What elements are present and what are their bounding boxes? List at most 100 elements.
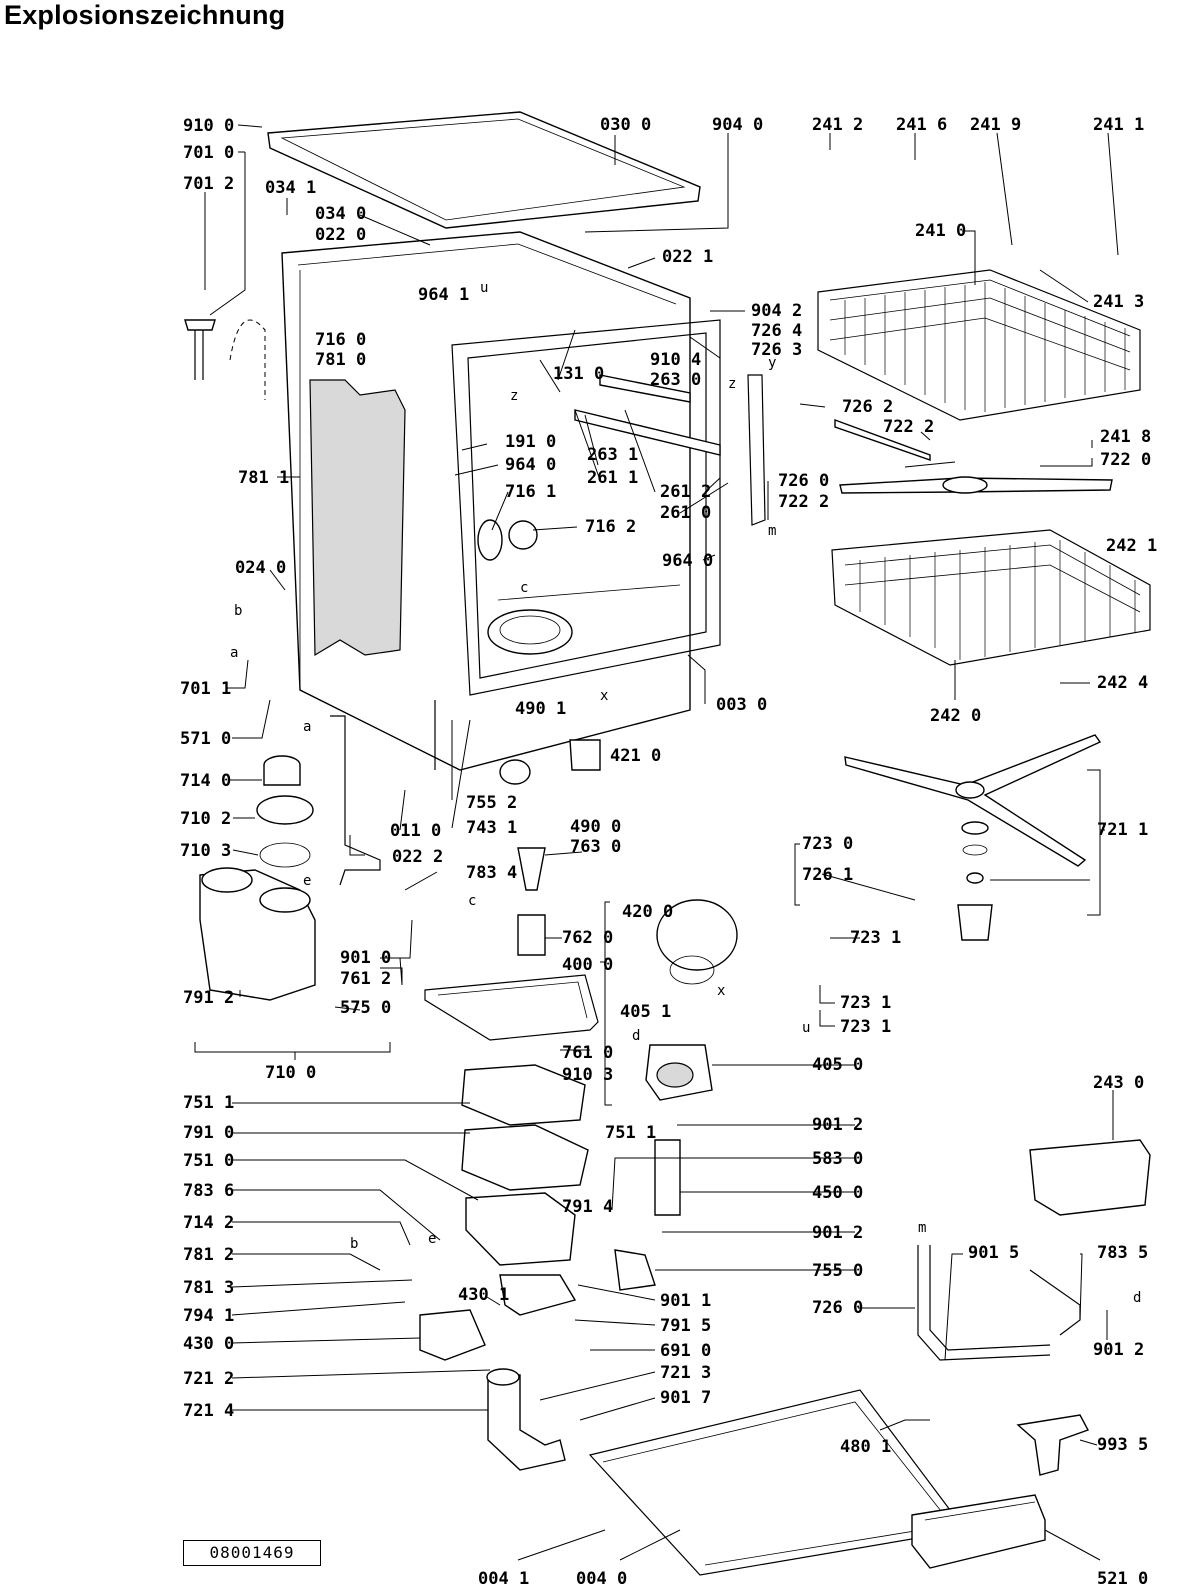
callout: 794 1 bbox=[183, 1306, 234, 1326]
callout: 901 2 bbox=[812, 1115, 863, 1135]
leader-lines bbox=[194, 124, 1119, 1561]
callout: 751 1 bbox=[183, 1093, 234, 1113]
letter-mark: z bbox=[728, 376, 736, 392]
callout: 691 0 bbox=[660, 1341, 711, 1361]
callout: 701 1 bbox=[180, 679, 231, 699]
callout: 242 4 bbox=[1097, 673, 1148, 693]
callout: 904 0 bbox=[712, 115, 763, 135]
letter-mark: d bbox=[632, 1028, 640, 1044]
callout: 726 4 bbox=[751, 321, 802, 341]
callout: 004 1 bbox=[478, 1569, 529, 1589]
callout: 034 1 bbox=[265, 178, 316, 198]
callout: 241 1 bbox=[1093, 115, 1144, 135]
callout: 034 0 bbox=[315, 204, 366, 224]
callout: 400 0 bbox=[562, 955, 613, 975]
callout: 721 2 bbox=[183, 1369, 234, 1389]
callout: 420 0 bbox=[622, 902, 673, 922]
callout: 723 1 bbox=[840, 1017, 891, 1037]
callout: 783 5 bbox=[1097, 1243, 1148, 1263]
letter-mark: x bbox=[717, 983, 725, 999]
detergent-dispenser bbox=[1029, 1139, 1151, 1216]
callout: 781 1 bbox=[238, 468, 289, 488]
heating-element bbox=[424, 974, 599, 1041]
letter-mark: e bbox=[303, 873, 311, 889]
callout: 710 0 bbox=[265, 1063, 316, 1083]
callout: 722 2 bbox=[883, 417, 934, 437]
document-number: 08001469 bbox=[183, 1540, 321, 1566]
letter-mark: m bbox=[768, 523, 776, 539]
callout: 490 1 bbox=[515, 699, 566, 719]
callout: 964 0 bbox=[505, 455, 556, 475]
water-softener bbox=[199, 867, 316, 1001]
callout: 716 1 bbox=[505, 482, 556, 502]
callout: 726 3 bbox=[751, 340, 802, 360]
callout: 901 0 bbox=[340, 948, 391, 968]
callout: 714 2 bbox=[183, 1213, 234, 1233]
callout: 723 1 bbox=[850, 928, 901, 948]
callout: 430 1 bbox=[458, 1285, 509, 1305]
softener-cap bbox=[256, 755, 314, 868]
callout: 131 0 bbox=[553, 364, 604, 384]
letter-mark: a bbox=[230, 645, 238, 661]
callout: 743 1 bbox=[466, 818, 517, 838]
callout: 242 0 bbox=[930, 706, 981, 726]
callout: 011 0 bbox=[390, 821, 441, 841]
callout: 783 4 bbox=[466, 863, 517, 883]
callout: 755 0 bbox=[812, 1261, 863, 1281]
callout: 241 9 bbox=[970, 115, 1021, 135]
callout: 261 1 bbox=[587, 468, 638, 488]
callout: 701 0 bbox=[183, 143, 234, 163]
callout: 726 2 bbox=[842, 397, 893, 417]
callout: 261 2 bbox=[660, 482, 711, 502]
callout: 430 0 bbox=[183, 1334, 234, 1354]
callout: 781 3 bbox=[183, 1278, 234, 1298]
callout: 022 1 bbox=[662, 247, 713, 267]
callout: 751 0 bbox=[183, 1151, 234, 1171]
pressure-switch bbox=[499, 739, 601, 785]
callout: 710 2 bbox=[180, 809, 231, 829]
callout: 191 0 bbox=[505, 432, 556, 452]
callout: 450 0 bbox=[812, 1183, 863, 1203]
page-title: Explosionszeichnung bbox=[4, 0, 286, 30]
letter-mark: y bbox=[768, 355, 776, 371]
callout: 241 8 bbox=[1100, 427, 1151, 447]
callout: 755 2 bbox=[466, 793, 517, 813]
callout: 791 2 bbox=[183, 988, 234, 1008]
callout: 910 3 bbox=[562, 1065, 613, 1085]
callout: 964 1 bbox=[418, 285, 469, 305]
callout: 421 0 bbox=[610, 746, 661, 766]
callout: 241 6 bbox=[896, 115, 947, 135]
lower-basket bbox=[831, 529, 1151, 666]
callout: 964 0 bbox=[662, 551, 713, 571]
callout: 783 6 bbox=[183, 1181, 234, 1201]
filter bbox=[517, 847, 546, 956]
callout: 723 1 bbox=[840, 993, 891, 1013]
basket-rails bbox=[574, 374, 931, 526]
letter-marks: u z z c x a b m e a c x d e b m d u y bbox=[230, 280, 1141, 1306]
callout: 024 0 bbox=[235, 558, 286, 578]
callout: 722 0 bbox=[1100, 450, 1151, 470]
callout: 261 0 bbox=[660, 503, 711, 523]
spray-arm-hub-stack bbox=[957, 821, 993, 941]
worktop-cover bbox=[267, 111, 701, 229]
callout: 263 1 bbox=[587, 445, 638, 465]
callout: 710 3 bbox=[180, 841, 231, 861]
callout: 791 5 bbox=[660, 1316, 711, 1336]
letter-mark: c bbox=[468, 893, 476, 909]
callout: 901 2 bbox=[812, 1223, 863, 1243]
lower-spray-arm bbox=[844, 734, 1102, 867]
callout: 583 0 bbox=[812, 1149, 863, 1169]
upper-spray-arm bbox=[839, 476, 1113, 494]
callout: 004 0 bbox=[576, 1569, 627, 1589]
upper-basket bbox=[817, 269, 1141, 421]
callout: 791 0 bbox=[183, 1123, 234, 1143]
callout: 993 5 bbox=[1097, 1435, 1148, 1455]
callout: 781 0 bbox=[315, 350, 366, 370]
drain-pump bbox=[419, 1274, 577, 1361]
hose-pipes bbox=[614, 1139, 1081, 1361]
callout: 721 1 bbox=[1097, 820, 1148, 840]
callout: 726 0 bbox=[778, 471, 829, 491]
callout: 405 1 bbox=[620, 1002, 671, 1022]
callout: 721 4 bbox=[183, 1401, 234, 1421]
